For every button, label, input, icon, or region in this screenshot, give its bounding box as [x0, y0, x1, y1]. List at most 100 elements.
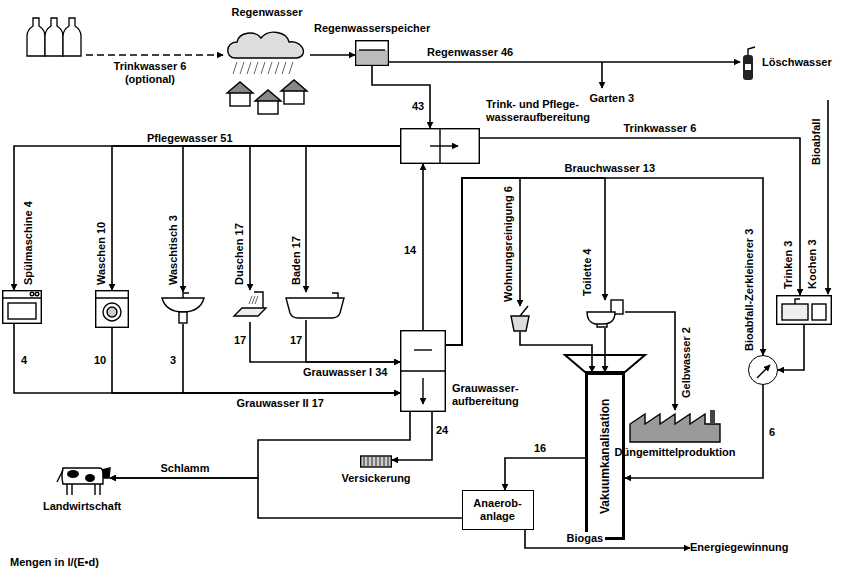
flow-label: 6 [767, 426, 777, 439]
flow-label: 17 [232, 334, 248, 347]
vertical-label: Spülmaschine 4 [22, 201, 35, 285]
flow-label: 4 [19, 354, 29, 367]
flow-line [112, 328, 400, 393]
storage-tank: Regenwasserspeicher [355, 40, 389, 66]
cleaning-icon-drawing [508, 306, 532, 332]
biowaste-arrow [827, 100, 829, 294]
flow-line [778, 325, 804, 370]
flow-line [520, 332, 592, 372]
flow-label: 16 [532, 442, 548, 455]
washbasin-icon: Waschtisch 3 [160, 292, 206, 324]
storage-tank-drawing [355, 40, 389, 66]
extinguisher-icon: Löschwasser [740, 46, 756, 80]
shower-icon-drawing [232, 290, 268, 322]
flow-label: Trinkwasser 6 [622, 122, 699, 135]
vertical-label: Bioabfall [810, 119, 823, 165]
flow-label: Trinkwasser 6 (optional) [106, 60, 195, 86]
flow-line [446, 178, 520, 345]
unit-note: Mengen in l/(E•d) [8, 556, 101, 569]
vertical-label: Baden 17 [290, 236, 303, 285]
vertical-label: Trinken 3 [782, 241, 795, 289]
flow-line [505, 458, 585, 490]
seepage-icon: Versickerung [360, 450, 392, 468]
toilet-icon-drawing [585, 300, 625, 328]
factory-icon: Düngemittelproduktion [630, 410, 720, 442]
vertical-label: Toilette 4 [581, 249, 594, 296]
treatment-box-drawing [400, 330, 446, 412]
flow-label: 43 [410, 100, 426, 113]
flow-label: Schlamm [159, 462, 212, 475]
rain-roofs: Regenwasser [225, 30, 310, 110]
flow-label: Gelbwasser 2 [680, 325, 693, 400]
node-label: Versickerung [342, 472, 411, 485]
node-label: Düngemittelproduktion [615, 446, 736, 459]
vertical-label: Waschen 10 [95, 222, 108, 285]
node-label: Regenwasserspeicher [314, 22, 430, 35]
flow-line [392, 412, 432, 460]
cow-icon: Landwirtschaft [55, 460, 110, 496]
optional-supply-arrow [86, 54, 223, 56]
flow-label: Regenwasser 46 [425, 46, 515, 59]
flow-line [446, 178, 605, 345]
flow-line [604, 328, 606, 372]
node-label: Landwirtschaft [43, 500, 121, 513]
flow-label: 24 [434, 424, 450, 437]
flow-label: Grauwasser I 34 [301, 366, 389, 379]
flow-line [389, 61, 740, 63]
flow-line [625, 312, 675, 410]
extinguisher-icon-drawing [740, 46, 756, 80]
flow-line [250, 146, 400, 290]
flow-label: 14 [402, 244, 418, 257]
flow-line [183, 146, 400, 292]
dishwasher-icon: Spülmaschine 4 [2, 290, 42, 324]
flow-line [250, 322, 400, 362]
flow-line [310, 54, 355, 56]
vertical-label: Kochen 3 [806, 239, 819, 289]
flow-line [112, 146, 400, 290]
flow-label: 3 [168, 354, 178, 367]
flow-line [110, 412, 410, 478]
flow-label: Brauchwasser 13 [563, 162, 658, 175]
vertical-label: Vakuumkanalisation [599, 398, 612, 513]
vertical-label: Bioabfall-Zerkleinerer 3 [743, 229, 756, 351]
node-label: Regenwasser [232, 6, 303, 19]
flow-line [306, 146, 400, 292]
flow-line [625, 385, 763, 478]
flow-line [372, 66, 430, 128]
flow-label: Grauwasser II 17 [235, 397, 326, 410]
vertical-label: Wohnungsreinigung 6 [502, 186, 515, 302]
vertical-label: Waschtisch 3 [167, 215, 180, 285]
grinder-circle: Bioabfall-Zerkleinerer 3 [748, 355, 778, 385]
washer-icon: Waschen 10 [95, 290, 129, 328]
seepage-icon-drawing [360, 450, 392, 468]
shower-icon: Duschen 17 [232, 290, 268, 322]
toilet-icon: Toilette 4 [585, 300, 625, 328]
bottles-icon [27, 18, 81, 56]
cleaning-icon: Wohnungsreinigung 6 [508, 306, 532, 332]
washbasin-icon-drawing [160, 292, 206, 324]
flow-label: 17 [288, 334, 304, 347]
flow-label: 10 [92, 354, 108, 367]
kitchen-sink-drawing [776, 295, 832, 325]
node-label: Grauwasser- aufbereitung [452, 382, 537, 408]
washer-icon-drawing [95, 290, 129, 328]
dishwasher-icon-drawing [2, 290, 42, 324]
flow-line [14, 324, 400, 393]
flow-line [183, 324, 400, 393]
grinder-circle-drawing [749, 356, 779, 386]
bathtub-icon-drawing [284, 292, 346, 320]
kitchen-sink: Trinken 3Kochen 3Bioabfall [776, 295, 832, 325]
node-label: Löschwasser [762, 56, 832, 69]
bathtub-icon: Baden 17 [284, 292, 346, 320]
node-label: Energiegewinnung [690, 541, 788, 554]
treatment-box: Trink- und Pflege- wasseraufbereitung [400, 128, 480, 164]
node-label: Anaerob- anlage [468, 497, 528, 523]
output-label: Energiegewinnung [690, 541, 788, 554]
process-box: Anaerob- anlage [462, 490, 534, 530]
treatment-box-drawing [400, 128, 480, 164]
flow-label: Garten 3 [588, 92, 637, 105]
flow-line [422, 164, 424, 330]
factory-icon-drawing [630, 410, 720, 442]
